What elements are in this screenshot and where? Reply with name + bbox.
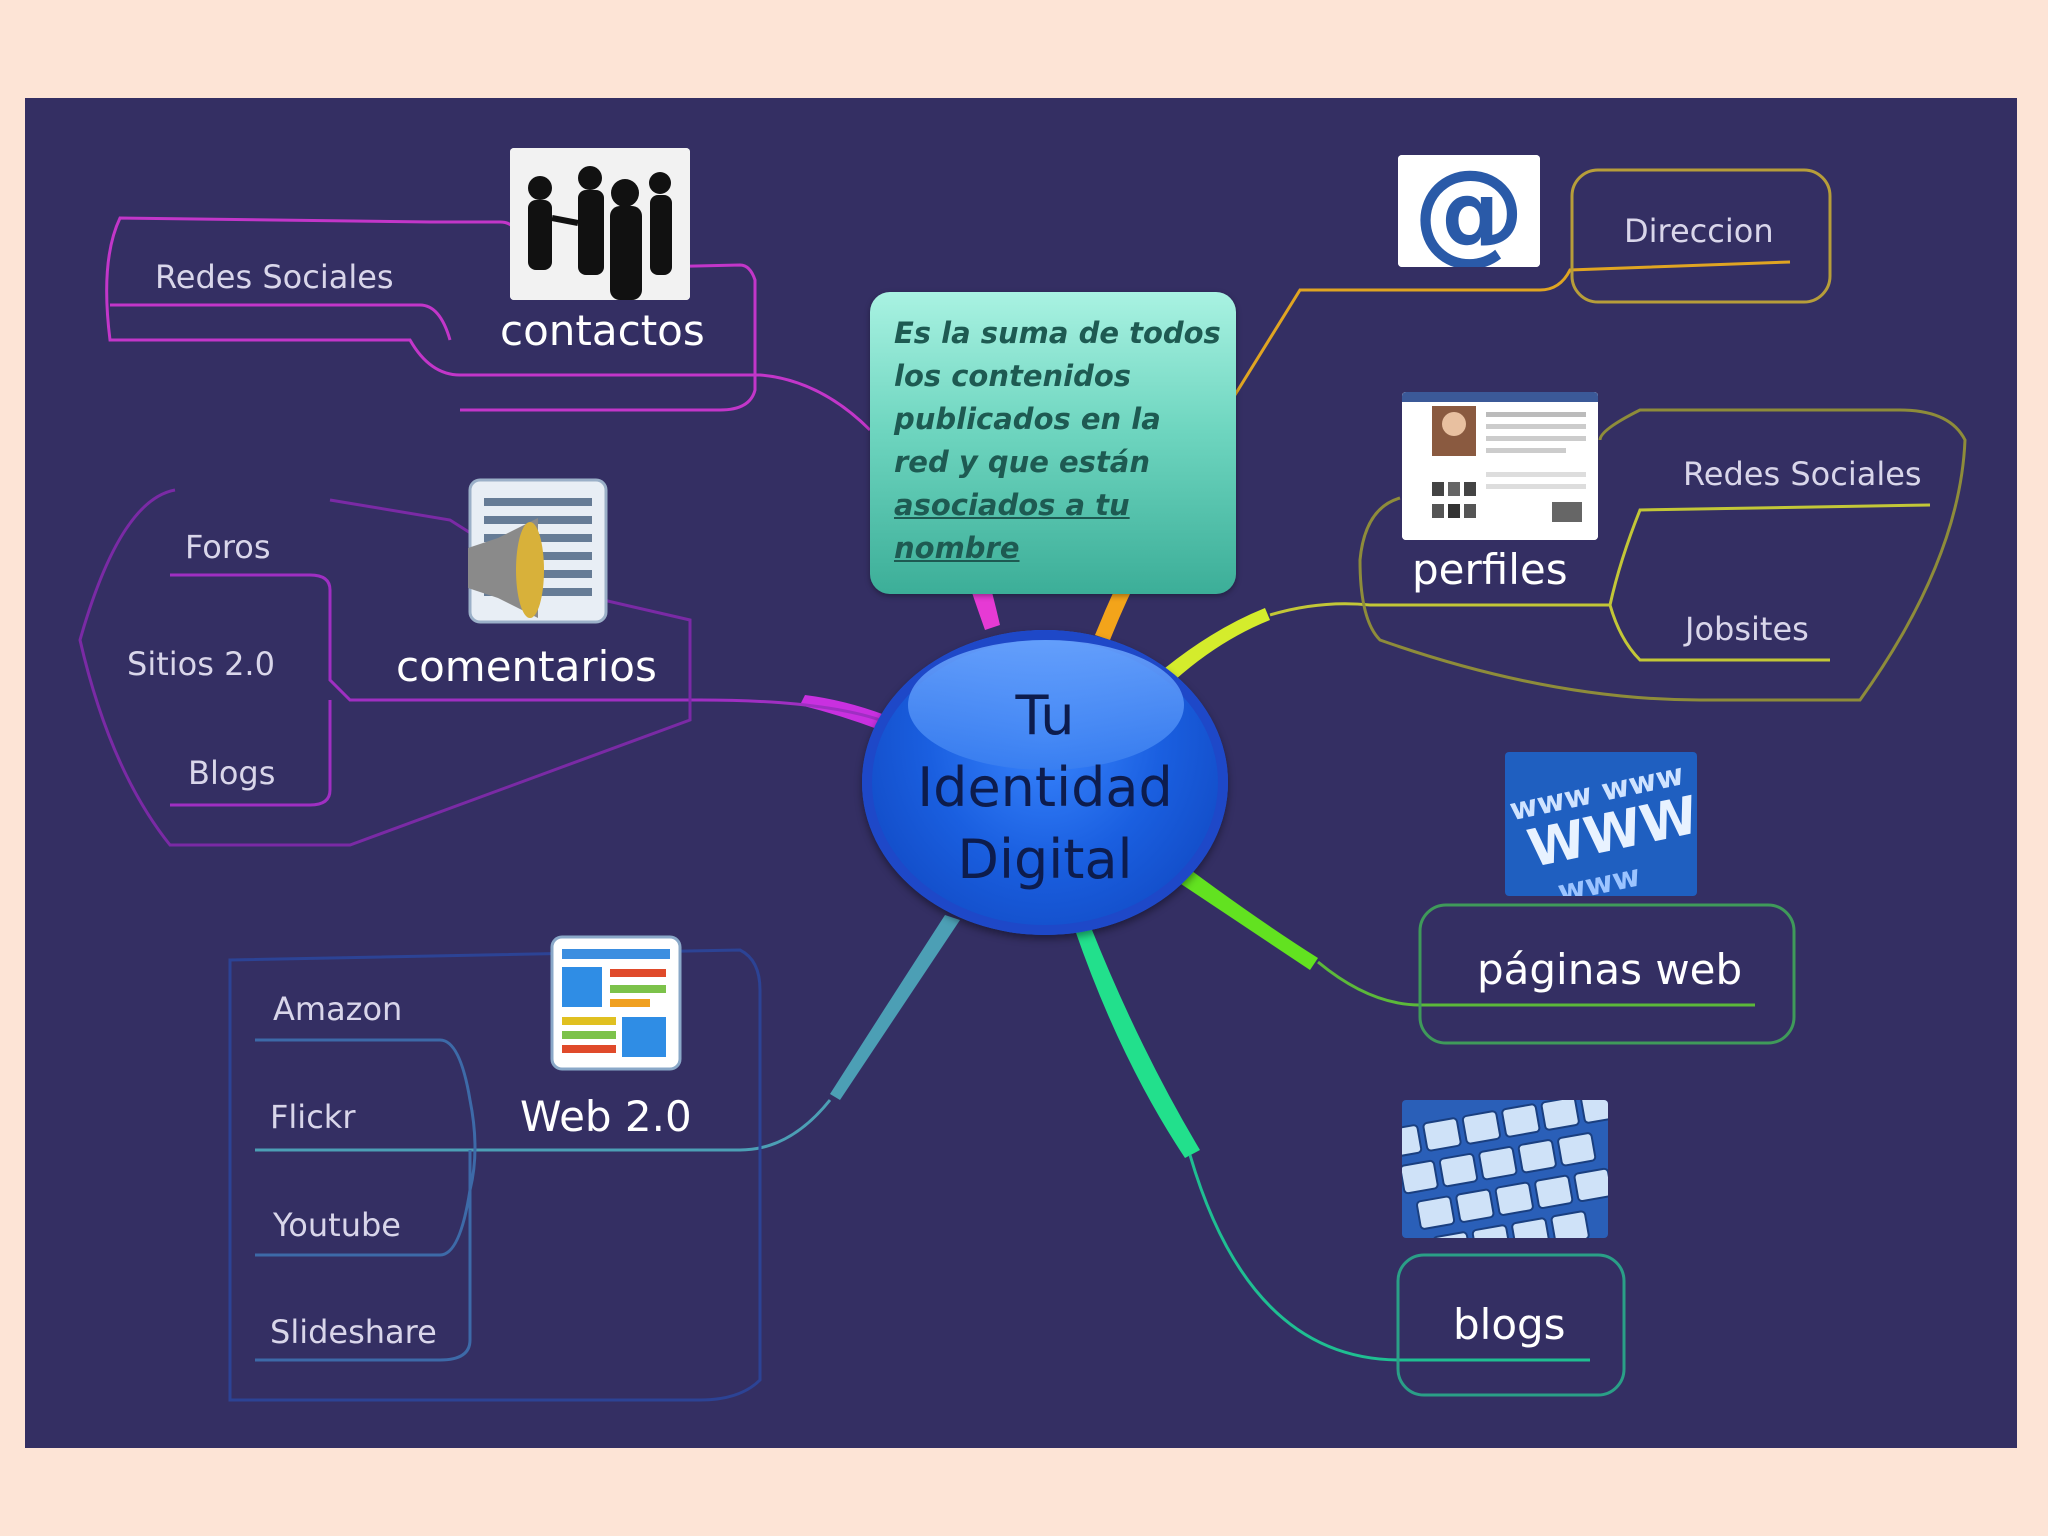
central-node-title: Tu Identidad Digital — [862, 680, 1228, 896]
central-node-highlight — [908, 640, 1184, 770]
keyboard-icon — [1402, 1100, 1608, 1238]
webpage-layout-icon — [550, 935, 682, 1071]
node-contactos[interactable]: contactos — [500, 306, 705, 355]
node-perfiles-jobsites[interactable]: Jobsites — [1685, 610, 1809, 648]
node-comentarios[interactable]: comentarios — [396, 642, 657, 691]
at-sign-icon: @ — [1398, 155, 1540, 267]
central-title-line: Identidad — [917, 756, 1173, 819]
node-web20-amazon[interactable]: Amazon — [273, 990, 403, 1028]
branch-web20-root — [830, 915, 960, 1100]
branch-comentarios-root — [800, 695, 885, 730]
definition-text: Es la suma de todos los contenidos publi… — [894, 316, 1221, 479]
branch-perfiles-root — [1165, 608, 1270, 680]
definition-link[interactable]: asociados a tu nombre — [894, 488, 1130, 565]
node-web20-youtube[interactable]: Youtube — [273, 1206, 401, 1244]
node-paginas-web[interactable]: páginas web — [1477, 945, 1743, 994]
node-comentarios-blogs[interactable]: Blogs — [188, 754, 276, 792]
comment-speaker-icon — [458, 478, 614, 628]
node-web20-flickr[interactable]: Flickr — [270, 1098, 356, 1136]
node-direccion[interactable]: Direccion — [1624, 212, 1774, 250]
branch-blogs-root — [1075, 925, 1200, 1158]
definition-note-text: Es la suma de todos los contenidos publi… — [894, 312, 1224, 570]
central-title-line: Digital — [957, 828, 1133, 891]
branch-paginas-root — [1175, 868, 1318, 970]
www-icon: www www WWW www — [1505, 752, 1697, 896]
svg-text:@: @ — [1413, 155, 1525, 267]
central-title-line: Tu — [1015, 684, 1075, 747]
node-comentarios-sitios[interactable]: Sitios 2.0 — [127, 645, 275, 683]
node-perfiles-redes-sociales[interactable]: Redes Sociales — [1683, 455, 1922, 493]
node-web20[interactable]: Web 2.0 — [520, 1092, 692, 1141]
node-web20-slideshare[interactable]: Slideshare — [270, 1313, 437, 1351]
node-contactos-redes-sociales[interactable]: Redes Sociales — [155, 258, 394, 296]
node-blogs[interactable]: blogs — [1453, 1300, 1566, 1349]
node-perfiles[interactable]: perfiles — [1412, 545, 1568, 594]
people-silhouette-icon — [510, 148, 690, 300]
profile-page-icon — [1402, 392, 1598, 540]
definition-note — [870, 292, 1236, 594]
node-comentarios-foros[interactable]: Foros — [185, 528, 271, 566]
